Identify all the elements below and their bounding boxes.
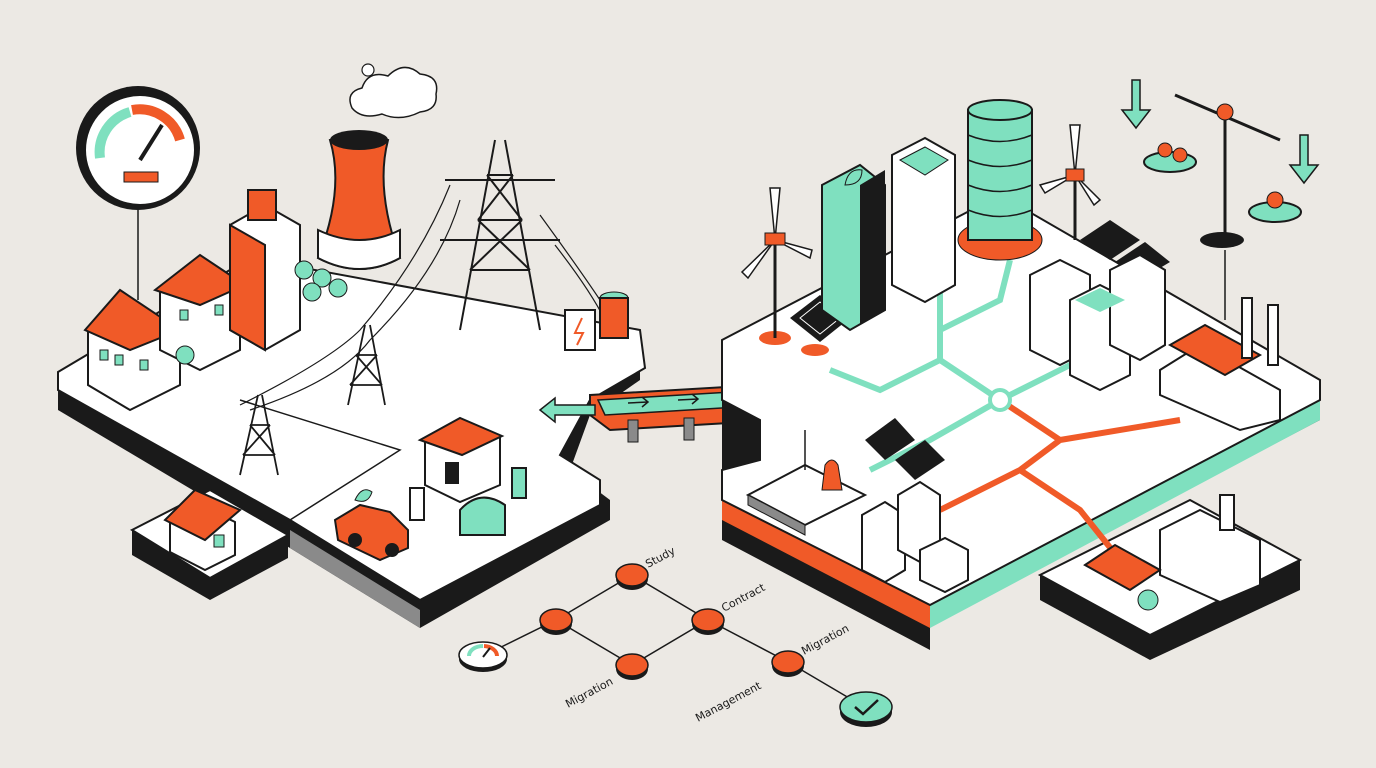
roadmap-label-management: Management: [693, 679, 764, 725]
roadmap-end-check: [839, 691, 893, 727]
roadmap-node-study: [615, 563, 649, 590]
roadmap-label-study: Study: [643, 544, 678, 571]
transmission-tower-small: [239, 394, 279, 476]
ev-charger: [409, 467, 527, 536]
transmission-tower-mid: [347, 324, 386, 406]
roadmap-node-contract: [691, 608, 725, 635]
garage-building: [417, 416, 505, 504]
solar-panel-cluster: [865, 220, 1170, 480]
check-icon: [854, 699, 879, 716]
roadmap-label-contract: Contract: [719, 581, 767, 615]
grid-hub: [988, 388, 1012, 412]
office-tower: [229, 189, 301, 352]
roadmap-start-gauge: [458, 641, 508, 672]
battery-unit: [564, 291, 629, 351]
gear-icon: [1266, 191, 1284, 209]
bolt-icon: [573, 317, 585, 346]
roadmap-node-migration-right: [771, 650, 805, 677]
server-cluster: [1029, 253, 1166, 392]
green-tower-1: [821, 163, 886, 332]
balance-scale-icon: [1143, 93, 1302, 320]
server-racks: [861, 480, 969, 594]
work-pod: [745, 430, 868, 536]
factory-lower: [1083, 494, 1261, 611]
wind-turbine-right: [1038, 124, 1102, 240]
electric-car: [333, 489, 409, 562]
arrow-down-icon: [1120, 79, 1320, 185]
transmission-tower-large: [440, 139, 560, 331]
leaf-icon: [354, 489, 373, 502]
person-icon: [821, 459, 843, 491]
roadmap-node-migration-left: [615, 653, 649, 680]
trees: [294, 260, 348, 302]
green-tower-2: [891, 136, 956, 304]
grid-lines-mint: [828, 259, 1142, 473]
residential-houses: [83, 253, 248, 412]
roadmap-node-left: [539, 608, 573, 635]
stacked-tower: [957, 99, 1043, 261]
small-house-platform: [129, 488, 291, 600]
smoke-cloud: [349, 63, 438, 119]
wind-turbine-left: [740, 187, 813, 345]
house-icon: [163, 488, 242, 572]
grid-lines-orange: [938, 397, 1181, 562]
cooling-tower: [316, 130, 402, 270]
gauge-icon: [76, 86, 200, 300]
roadmap-label-migration-left: Migration: [563, 675, 615, 711]
factory-upper: [1159, 297, 1281, 432]
roadmap-label-migration-right: Migration: [799, 622, 851, 658]
leaf-icon: [844, 169, 863, 186]
